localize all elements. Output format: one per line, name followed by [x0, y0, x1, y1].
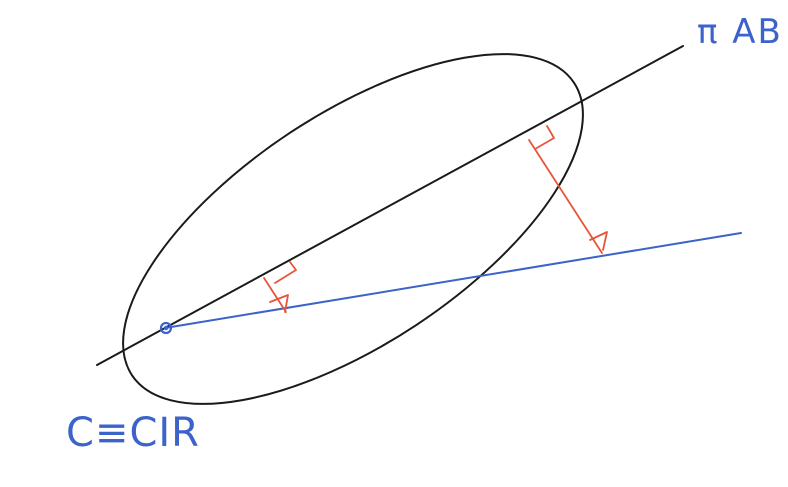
label-c-equiv-cir: C≡CIR	[66, 410, 200, 456]
line-blue	[164, 232, 742, 329]
perpendicular-large	[528, 125, 608, 254]
ellipse	[122, 53, 584, 405]
point-c	[159, 321, 173, 335]
perpendicular-small	[263, 261, 297, 313]
line-ab	[96, 45, 684, 366]
label-plane-ab: π AB	[697, 12, 783, 52]
